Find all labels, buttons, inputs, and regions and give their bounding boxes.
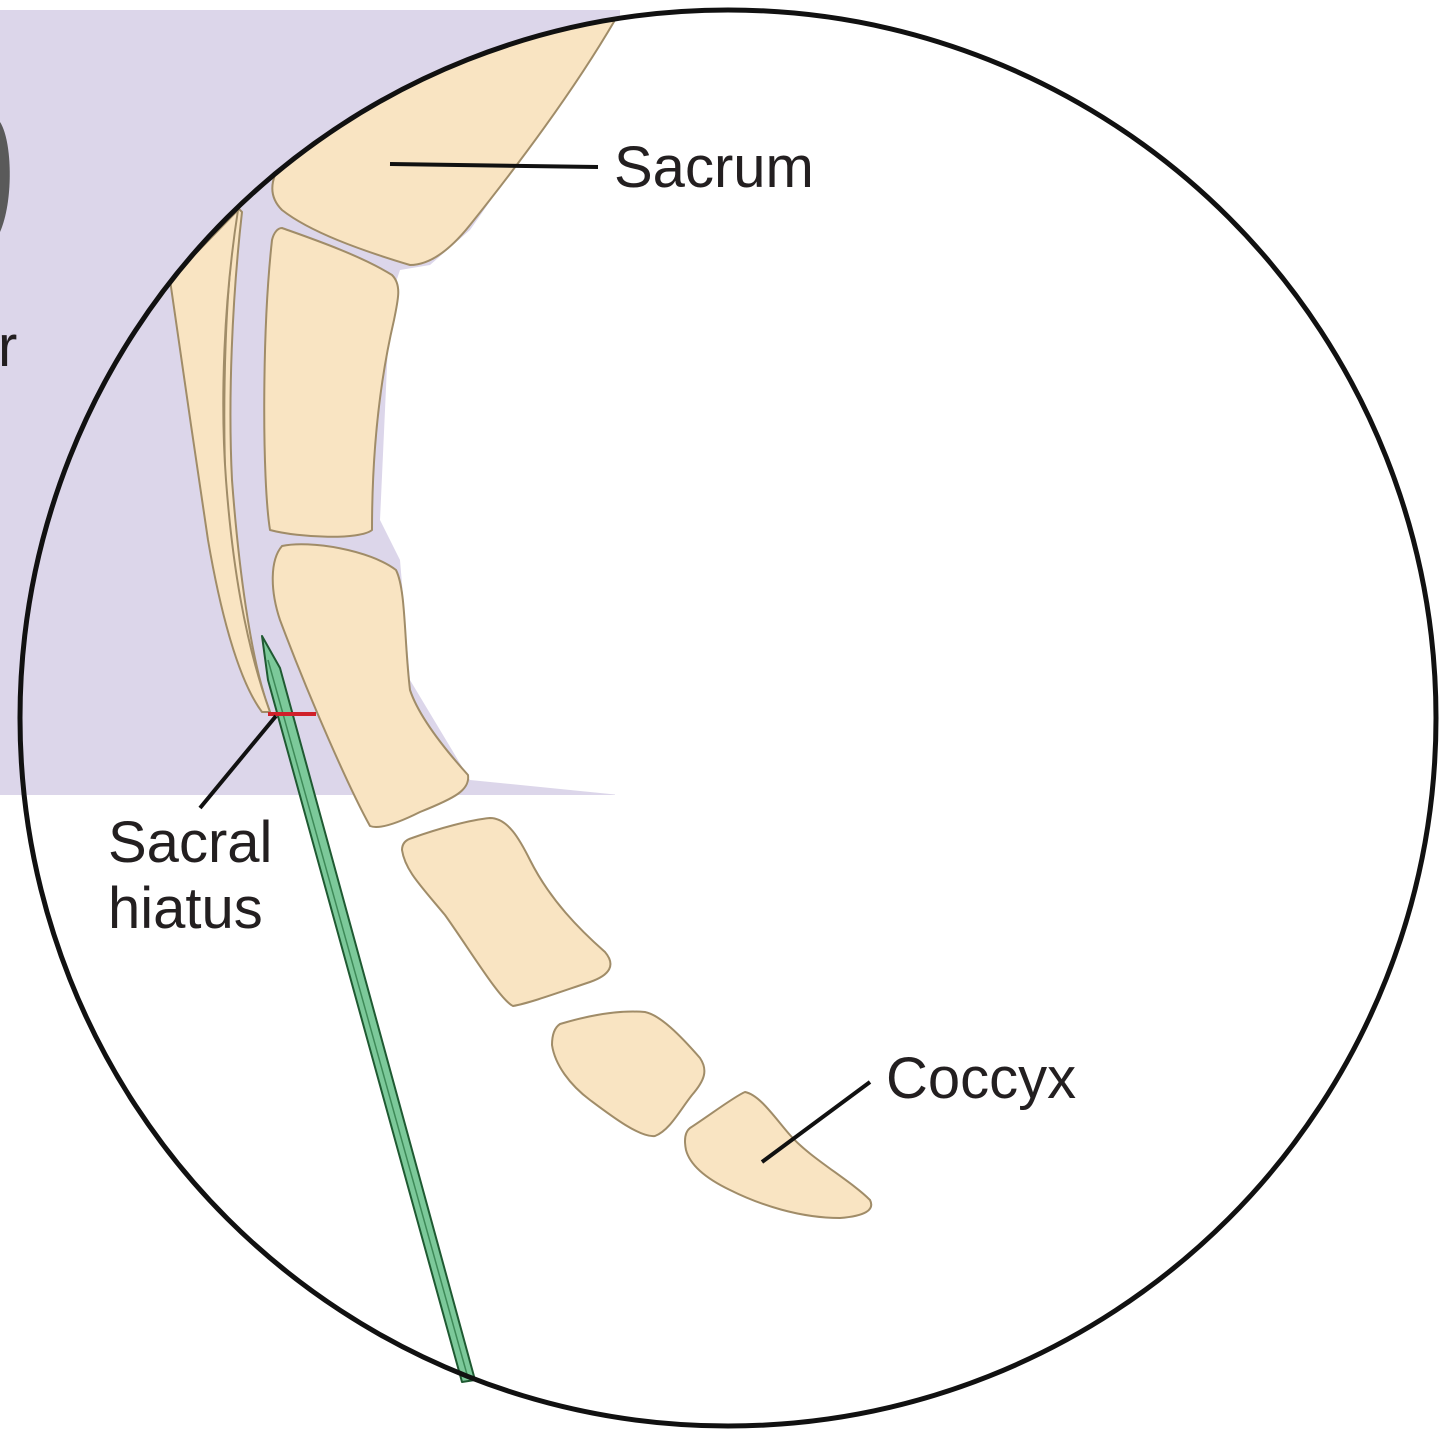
circle-interior-white-right xyxy=(615,0,1443,800)
edge-letter: r xyxy=(0,314,17,379)
sacral-hiatus-label-line1: Sacral xyxy=(108,810,272,875)
sacral-hiatus-label-line2: hiatus xyxy=(108,876,263,941)
sacrum-label: Sacrum xyxy=(614,135,814,200)
coccyx-label: Coccyx xyxy=(886,1046,1076,1111)
